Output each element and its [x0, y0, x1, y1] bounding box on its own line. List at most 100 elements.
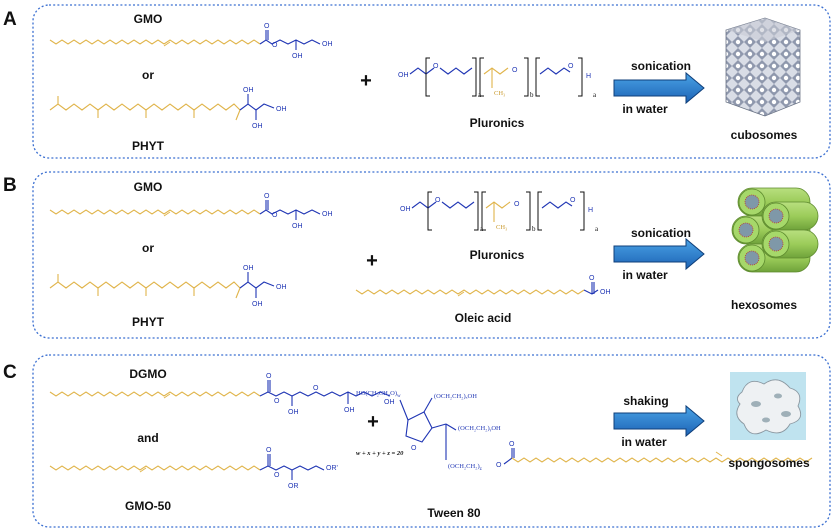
- dgmo-ester-o: O: [274, 398, 280, 405]
- panel-b-process-arrow: sonication in water: [613, 226, 705, 282]
- pluronic-b-o3: O: [570, 197, 576, 204]
- panel-a-product: cubosomes: [731, 128, 798, 142]
- phyt-b-oh-1: OH: [243, 265, 254, 272]
- tween-w-group: HO(CH₂CH₂O)w: [356, 390, 401, 399]
- panel-b-product: hexosomes: [731, 298, 797, 312]
- phyt-a-oh-2: OH: [252, 123, 263, 130]
- panel-a: A GMO O O OH OH or OH O: [3, 4, 831, 159]
- gmo-a-carbonyl-o: O: [264, 23, 270, 30]
- phyt-b-oh-3: OH: [276, 284, 287, 291]
- pluronic-a-o2: O: [512, 67, 518, 74]
- gmo50-orp: OR': [326, 465, 338, 472]
- panel-a-lipid-top-label: GMO: [134, 12, 163, 26]
- gmo-a-oh-2: OH: [322, 41, 333, 48]
- oleic-carbonyl-o: O: [589, 275, 595, 282]
- panel-a-connector: or: [142, 68, 154, 82]
- phyt-molecule-a: OH OH OH: [49, 87, 287, 130]
- panel-c-product: spongosomes: [728, 456, 810, 470]
- panel-b: B GMO O O OH OH or OH OH OH: [3, 171, 831, 339]
- panel-a-process-bottom: in water: [622, 102, 668, 116]
- pluronic-a-sub-a2: a: [593, 91, 597, 99]
- gmo50-or: OR: [288, 483, 299, 490]
- pluronic-b-h: H: [588, 207, 593, 214]
- oleic-oh: OH: [600, 289, 611, 296]
- tween-equation: w + x + y + z = 20: [356, 450, 404, 457]
- pluronic-b-ho: OH: [400, 206, 411, 213]
- pluronic-a-o3: O: [568, 63, 574, 70]
- pluronic-b-ch3: CH₃: [496, 224, 507, 231]
- tween-x-group: (OCH₂CH₂)ₓOH: [434, 393, 477, 400]
- dgmo-oh-1: OH: [288, 409, 299, 416]
- cubosome-graphic: [725, 17, 801, 117]
- dgmo-ether-o: O: [313, 385, 319, 392]
- phyt-b-oh-2: OH: [252, 301, 263, 308]
- panel-a-process-top: sonication: [631, 59, 691, 73]
- pluronic-molecule-b: OH O a CH₃ O b O H a: [400, 191, 599, 233]
- dgmo-carbonyl-o: O: [266, 373, 272, 380]
- phyt-molecule-b: OH OH OH: [49, 265, 287, 308]
- tween80-molecule: HO(CH₂CH₂O)w O (OCH₂CH₂)ₓOH (OCH₂CH₂)ᵧOH…: [356, 390, 813, 472]
- pluronic-b-o1: O: [435, 197, 441, 204]
- pluronic-a-ch3: CH₃: [494, 90, 505, 97]
- pluronic-b-o2: O: [514, 201, 520, 208]
- tween-ester-o: O: [496, 462, 502, 469]
- panel-c-arrow: [613, 404, 705, 438]
- tween-y-group: (OCH₂CH₂)ᵧOH: [458, 425, 501, 432]
- panel-c-connector: and: [137, 431, 158, 445]
- gmo-molecule-b: O O OH OH: [49, 193, 333, 230]
- hexosome-ends: [732, 188, 790, 272]
- panel-b-additive-2: Oleic acid: [455, 311, 512, 325]
- tween-carbonyl-o: O: [509, 441, 515, 448]
- panel-b-letter: B: [3, 175, 17, 196]
- gmo50-molecule: O O OR OR': [49, 447, 338, 490]
- pluronic-b-sub-a2: a: [595, 225, 599, 233]
- pluronic-a-h: H: [586, 73, 591, 80]
- gmo-a-ester-o: O: [272, 42, 278, 49]
- panel-c-process-top: shaking: [623, 394, 668, 408]
- panel-c-lipid-bottom-label: GMO-50: [125, 499, 171, 513]
- dgmo-molecule: O O OH O OH OH: [49, 373, 395, 416]
- panel-a-letter: A: [3, 9, 17, 30]
- panel-b-process-top: sonication: [631, 226, 691, 240]
- panel-c-process-arrow: shaking in water: [613, 394, 705, 449]
- panel-c-plus: +: [367, 411, 379, 433]
- panel-a-arrow: [613, 71, 705, 105]
- gmo-b-oh-1: OH: [292, 223, 303, 230]
- spongosome-graphic: [730, 372, 806, 440]
- dgmo-oh-3: OH: [384, 399, 395, 406]
- panel-c: C DGMO O O OH O OH OH and O: [3, 354, 831, 528]
- panel-b-connector: or: [142, 241, 154, 255]
- gmo-b-ester-o: O: [272, 212, 278, 219]
- phyt-a-oh-1: OH: [243, 87, 254, 94]
- panel-b-frame: [32, 171, 831, 339]
- panel-c-frame: [32, 354, 831, 528]
- pluronic-a-sub-b: b: [530, 91, 534, 99]
- gmo50-carbonyl-o: O: [266, 447, 272, 454]
- pluronic-molecule-a: OH O a CH₃ O b O H a: [398, 57, 597, 99]
- panel-b-lipid-top-label: GMO: [134, 180, 163, 194]
- panel-c-letter: C: [3, 362, 17, 383]
- gmo-b-oh-2: OH: [322, 211, 333, 218]
- pluronic-a-o1: O: [433, 63, 439, 70]
- gmo-molecule-a: O O OH OH: [49, 23, 333, 60]
- gmo-a-oh-1: OH: [292, 53, 303, 60]
- panel-a-lipid-bottom-label: PHYT: [132, 139, 165, 153]
- gmo-b-carbonyl-o: O: [264, 193, 270, 200]
- gmo50-ester-o: O: [274, 472, 280, 479]
- tween-z-group: (OCH₂CH₂)z: [448, 463, 483, 472]
- panel-b-arrow: [613, 237, 705, 271]
- phyt-a-oh-3: OH: [276, 106, 287, 113]
- panel-a-frame: [32, 4, 831, 159]
- oleic-acid-molecule: O OH: [355, 275, 611, 297]
- pluronic-b-sub-b: b: [532, 225, 536, 233]
- panel-a-plus: +: [360, 70, 372, 92]
- panel-a-additive-1: Pluronics: [470, 116, 525, 130]
- panel-b-plus: +: [366, 250, 378, 272]
- panel-b-additive-1: Pluronics: [470, 248, 525, 262]
- panel-c-additive-1: Tween 80: [427, 506, 480, 520]
- panel-b-lipid-bottom-label: PHYT: [132, 315, 165, 329]
- panel-b-process-bottom: in water: [622, 268, 668, 282]
- dgmo-oh-2: OH: [344, 407, 355, 414]
- tween-ring-o: O: [411, 445, 417, 452]
